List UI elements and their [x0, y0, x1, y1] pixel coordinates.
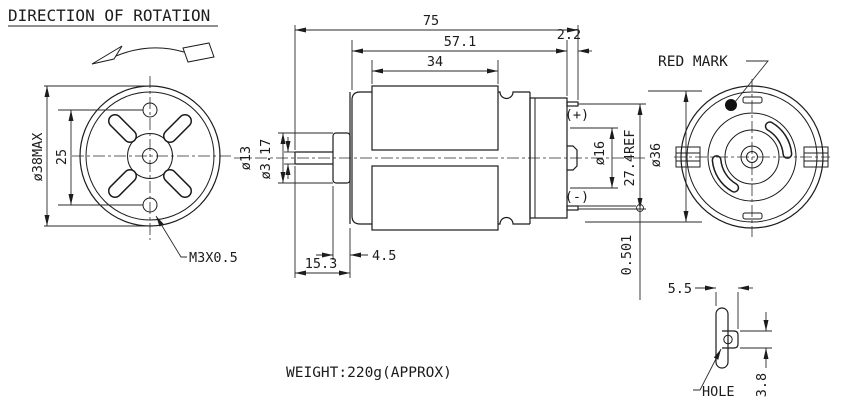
front-dia-label: ø38MAX	[30, 133, 46, 182]
thread-callout: M3X0.5	[155, 215, 238, 266]
terminal-positive-label: (+)	[565, 107, 589, 123]
band-length-label: 34	[427, 54, 443, 70]
case-length-label: 57.1	[444, 34, 477, 50]
terminal-height-label: 3.8	[754, 373, 770, 397]
rear-arc-slots	[711, 121, 793, 193]
front-view: ø38MAX 25 M3X0.5	[30, 76, 238, 266]
thread-label: M3X0.5	[189, 250, 238, 266]
red-mark-callout: RED MARK	[658, 54, 769, 111]
rear-vent-slot-bottom	[742, 212, 763, 220]
dim-terminal-width: 5.5	[668, 281, 753, 329]
endbell	[529, 97, 579, 219]
dim-terminal-circle: ø16	[570, 127, 618, 189]
overall-length-label: 75	[423, 13, 439, 29]
boss-length-label: 4.5	[372, 248, 396, 264]
motor-body	[349, 85, 531, 231]
terminal-hole	[723, 334, 733, 345]
dim-case-length: 57.1	[351, 34, 568, 96]
dim-hole-spacing: 25	[54, 109, 143, 206]
terminal-body	[715, 307, 729, 369]
direction-of-rotation-title: DIRECTION OF ROTATION	[8, 6, 210, 25]
magnet-band-top	[371, 85, 499, 151]
rotation-arrow-icon	[91, 42, 215, 65]
terminal-negative-label: (-)	[565, 189, 589, 205]
rear-protrusion-label: 2.2	[557, 27, 581, 43]
rear-vent-slot-top	[742, 96, 763, 104]
dim-boss-diameter: ø13	[238, 132, 333, 184]
hole-label: HOLE	[702, 384, 735, 400]
terminal-tab	[722, 330, 739, 349]
dim-rear-protrusion: 2.2	[557, 27, 592, 54]
dim-terminator-circle	[636, 204, 644, 212]
red-mark-dot	[725, 99, 737, 111]
red-mark-label: RED MARK	[658, 54, 728, 70]
shaft-length-label: 15.3	[305, 256, 338, 272]
side-view: 75 57.1 34 2.2 ø13 ø3.17	[234, 13, 702, 300]
front-vent-slots	[108, 114, 192, 198]
magnet-band-bottom	[371, 165, 499, 231]
dim-shaft-length: 15.3	[295, 256, 350, 276]
shaft-dia-label: ø3.17	[258, 139, 274, 180]
dim-case-diameter: ø36	[585, 90, 702, 223]
dim-terminal-span: 27.4REF 0.501	[619, 104, 644, 300]
terminal-positive-tab	[566, 101, 579, 107]
terminal-thickness-label: 0.501	[619, 235, 635, 276]
dim-boss-length: 4.5	[316, 186, 396, 278]
hole-spacing-label: 25	[54, 149, 70, 165]
rear-bearing-boss	[567, 145, 578, 171]
terminal-span-label: 27.4REF	[622, 130, 638, 187]
shaft	[284, 151, 333, 165]
dim-overall-length: 75	[294, 13, 579, 278]
dim-terminal-height: 3.8	[740, 312, 772, 397]
hole-callout: HOLE	[693, 348, 735, 400]
boss-dia-label: ø13	[238, 146, 254, 170]
rear-view: RED MARK	[658, 54, 830, 237]
dim-front-diameter: ø38MAX	[30, 85, 150, 227]
dim-shaft-diameter: ø3.17	[258, 137, 291, 180]
terminal-circle-label: ø16	[592, 141, 608, 165]
terminal-width-label: 5.5	[668, 281, 692, 297]
terminal-labels: (+) (-)	[565, 103, 646, 210]
case-dia-label: ø36	[648, 143, 664, 167]
terminal-negative-tab	[566, 205, 579, 211]
terminal-detail-view: 5.5 3.8 HOLE	[668, 281, 772, 400]
weight-note: WEIGHT:220g(APPROX)	[286, 365, 452, 381]
header: DIRECTION OF ROTATION	[8, 6, 218, 65]
dim-band-length: 34	[371, 54, 499, 84]
